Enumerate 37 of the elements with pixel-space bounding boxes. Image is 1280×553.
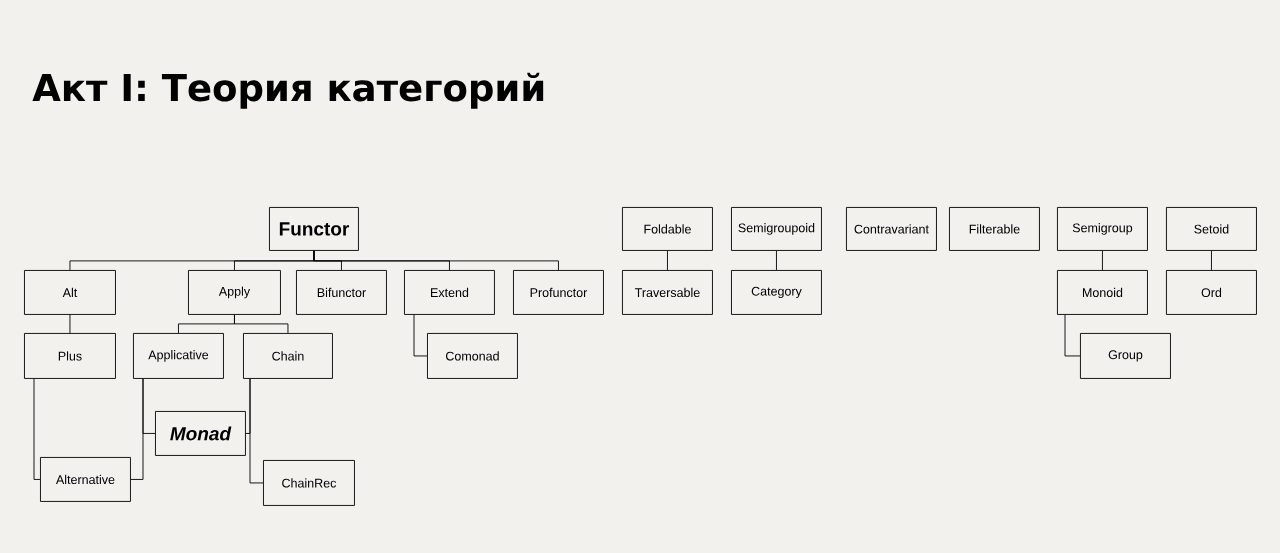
class-box: Filterable (949, 207, 1040, 251)
class-box: Alternative (40, 457, 131, 502)
connector-line (249, 378, 264, 484)
class-box: ChainRec (263, 460, 355, 506)
class-box: Plus (24, 333, 116, 379)
class-box: Comonad (427, 333, 518, 379)
class-box: Semigroup (1057, 207, 1148, 251)
connector-line (234, 314, 289, 334)
connector-line (776, 250, 777, 271)
connector-line (667, 250, 668, 271)
class-box: Profunctor (513, 270, 604, 315)
class-box: Category (731, 270, 822, 315)
class-box: Foldable (622, 207, 713, 251)
class-box: Semigroupoid (731, 207, 822, 251)
class-box: Group (1080, 333, 1171, 379)
class-box: Monad (155, 411, 246, 456)
connector-line (413, 314, 428, 357)
connector-line (69, 314, 71, 334)
connector-line (142, 378, 156, 434)
class-box: Alt (24, 270, 116, 315)
class-box: Apply (188, 270, 281, 315)
connector-line (313, 250, 559, 271)
class-box: Traversable (622, 270, 713, 315)
class-box: Setoid (1166, 207, 1257, 251)
connector-line (1211, 250, 1212, 271)
class-box: Monoid (1057, 270, 1148, 315)
title: Акт I: Теория категорий (32, 72, 544, 109)
class-box: Extend (404, 270, 495, 315)
class-box: Contravariant (846, 207, 937, 251)
class-box: Applicative (133, 333, 224, 379)
class-box: Bifunctor (296, 270, 387, 315)
class-box: Ord (1166, 270, 1257, 315)
connector-line (33, 378, 41, 480)
class-box: Chain (243, 333, 333, 379)
connector-line (1102, 250, 1103, 271)
connector-line (1064, 314, 1081, 357)
class-box: Functor (269, 207, 359, 251)
